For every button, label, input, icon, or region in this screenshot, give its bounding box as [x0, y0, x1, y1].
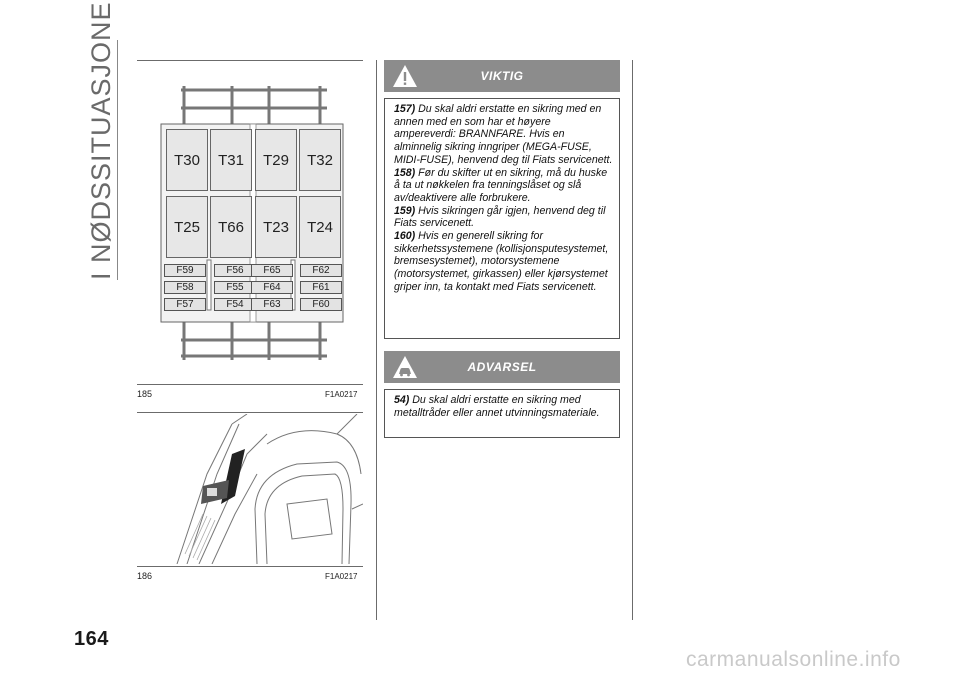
figure-185-code: F1A0217 [325, 390, 358, 399]
figure-185-top-rule [137, 60, 363, 61]
figure-185-number: 185 [137, 389, 153, 399]
fuse-t29: T29 [255, 129, 297, 191]
advarsel-heading: ADVARSEL [467, 360, 537, 374]
fuse-t66: T66 [210, 196, 252, 258]
section-title: I NØDSSITUASJONER [86, 0, 116, 280]
fuse-f64: F64 [251, 281, 293, 294]
advarsel-item: 54) Du skal aldri erstatte en sikring me… [394, 394, 600, 419]
fuse-f65: F65 [251, 264, 293, 277]
figure-186-bottom-rule [137, 566, 363, 567]
fuse-t31: T31 [210, 129, 252, 191]
fuse-location-illustration [176, 414, 363, 564]
figure-186-top-rule [137, 412, 363, 413]
viktig-item: 158) Før du skifter ut en sikring, må du… [394, 166, 608, 204]
fuse-f61: F61 [300, 281, 342, 294]
advarsel-header: ADVARSEL [384, 351, 620, 383]
figure-185-bottom-rule [137, 384, 363, 385]
viktig-item: 159) Hvis sikringen går igjen, henvend d… [394, 204, 606, 230]
viktig-item: 160) Hvis en generell sikring for sikker… [394, 230, 609, 293]
viktig-item: 157) Du skal aldri erstatte en sikring m… [394, 103, 613, 166]
car-warning-icon [390, 352, 420, 382]
figure-186-code: F1A0217 [325, 572, 358, 581]
fuse-t23: T23 [255, 196, 297, 258]
fuse-t25: T25 [166, 196, 208, 258]
viktig-body: 157) Du skal aldri erstatte en sikring m… [384, 98, 620, 339]
column-divider-left [376, 60, 377, 620]
fuse-f54: F54 [214, 298, 256, 311]
advarsel-body: 54) Du skal aldri erstatte en sikring me… [384, 389, 620, 438]
column-divider-right [632, 60, 633, 620]
fuse-t32: T32 [299, 129, 341, 191]
warning-icon [390, 61, 420, 91]
watermark: carmanualsonline.info [686, 648, 901, 671]
fuse-f59: F59 [164, 264, 206, 277]
fuse-f63: F63 [251, 298, 293, 311]
fuse-f60: F60 [300, 298, 342, 311]
section-rule [117, 40, 118, 280]
viktig-heading: VIKTIG [480, 69, 524, 83]
fuse-t24: T24 [299, 196, 341, 258]
fuse-f62: F62 [300, 264, 342, 277]
fuse-f55: F55 [214, 281, 256, 294]
fuse-f58: F58 [164, 281, 206, 294]
fuse-f57: F57 [164, 298, 206, 311]
page-number: 164 [74, 628, 109, 650]
fuse-t30: T30 [166, 129, 208, 191]
viktig-header: VIKTIG [384, 60, 620, 92]
figure-186-number: 186 [137, 571, 153, 581]
fuse-f56: F56 [214, 264, 256, 277]
